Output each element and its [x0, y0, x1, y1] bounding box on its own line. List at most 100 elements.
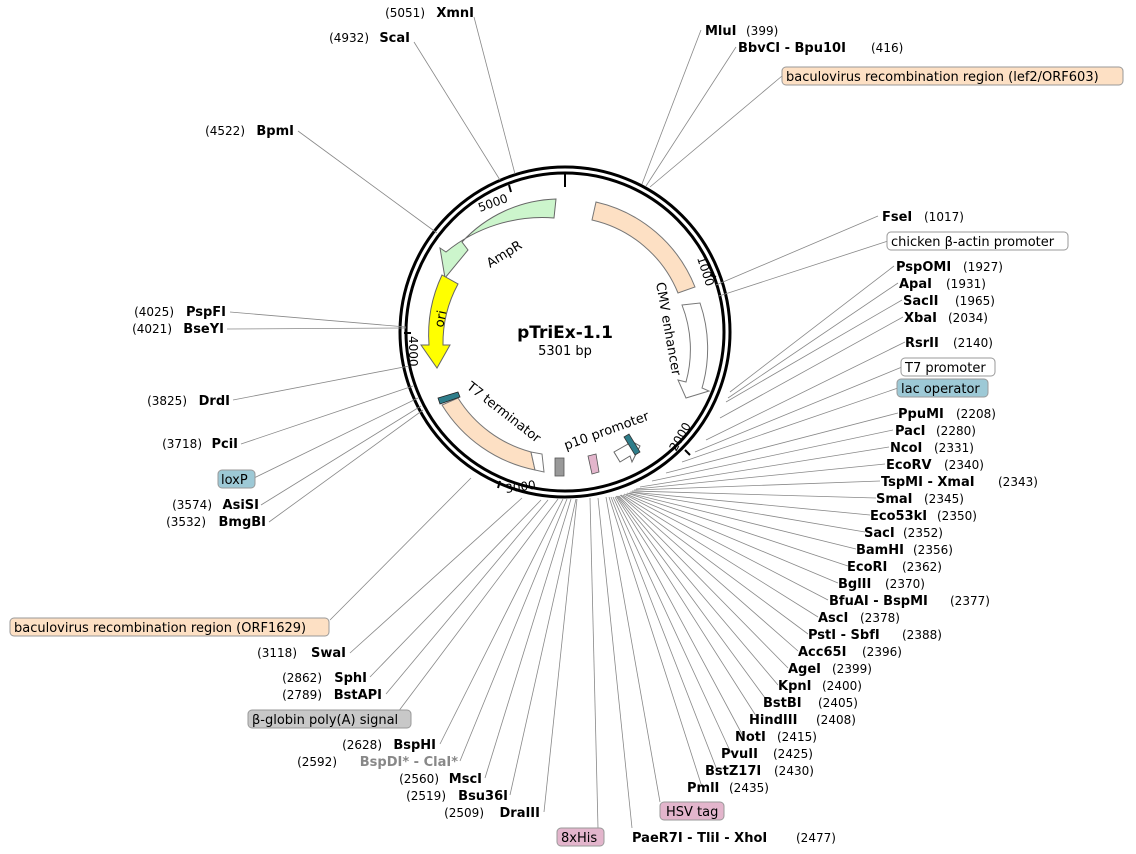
feature-boxes: baculovirus recombination region (lef2/O…: [9, 66, 1124, 847]
tick-label-4000: 4000: [406, 336, 420, 367]
enzyme-bspdi-name: BspDI* - ClaI*: [360, 755, 458, 770]
enzyme-bglii-pos: (2370): [885, 577, 925, 591]
enzyme-mlui-pos: (399): [746, 24, 778, 38]
enzyme-bfuai-name: BfuAI - BspMI: [829, 594, 928, 609]
enzyme-psti-pos: (2388): [902, 628, 942, 642]
enzyme-bpmi-name: BpmI: [256, 124, 294, 139]
right-labels: MluI (399) BbvCI - Bpu10I (416) FseI (10…: [632, 24, 1038, 846]
p10-promoter-feature: [587, 453, 600, 475]
t7-promoter-label: T7 promoter: [904, 361, 986, 376]
enzyme-hindiii-name: HindIII: [749, 713, 797, 728]
enzyme-ecorv-pos: (2340): [944, 458, 984, 472]
enzyme-xbai-pos: (2034): [948, 311, 988, 325]
enzyme-sphi-pos: (2862): [282, 671, 322, 685]
plasmid-length: 5301 bp: [538, 344, 592, 359]
enzyme-pspfi-name: PspFI: [186, 305, 226, 320]
enzyme-kpni-name: KpnI: [778, 679, 811, 694]
enzyme-msci-pos: (2560): [399, 772, 439, 786]
enzyme-bsu36i-pos: (2519): [406, 789, 446, 803]
enzyme-bstz17i-pos: (2430): [774, 764, 814, 778]
enzyme-smai-name: SmaI: [876, 492, 913, 507]
lox-site-marker: [437, 391, 461, 405]
enzyme-bstz17i-name: BstZ17I: [705, 764, 761, 779]
enzyme-pspfi-pos: (4025): [134, 305, 174, 319]
his-tag-label: 8xHis: [561, 831, 597, 846]
enzyme-agei-pos: (2399): [832, 662, 872, 676]
enzyme-bfuai-pos: (2377): [950, 594, 990, 608]
enzyme-ecori-pos: (2362): [902, 560, 942, 574]
enzyme-sphi-name: SphI: [334, 671, 367, 686]
enzyme-bglii-name: BglII: [838, 577, 871, 592]
loxp-box: [217, 469, 256, 489]
enzyme-eco53ki-name: Eco53kI: [870, 509, 927, 524]
enzyme-ncoi-pos: (2331): [934, 441, 974, 455]
enzyme-xbai-name: XbaI: [904, 311, 937, 326]
enzyme-bstbi-name: BstBI: [763, 696, 802, 711]
cmv-enhancer-feature: [591, 201, 696, 294]
enzyme-ppumi-pos: (2208): [956, 407, 996, 421]
enzyme-bbvci-name: BbvCI - Bpu10I: [738, 41, 846, 56]
enzyme-bsphi-name: BspHI: [393, 738, 436, 753]
enzyme-scai-pos: (4932): [329, 31, 369, 45]
enzyme-bamhi-name: BamHI: [856, 543, 904, 558]
enzyme-msci-name: MscI: [449, 772, 482, 787]
enzyme-asci-name: AscI: [818, 611, 848, 626]
enzyme-pmli-pos: (2435): [729, 781, 769, 795]
tick-label-2000: 2000: [666, 420, 693, 453]
enzyme-agei-name: AgeI: [788, 662, 821, 677]
enzyme-swai-pos: (3118): [257, 646, 297, 660]
enzyme-fsei-pos: (1017): [924, 210, 964, 224]
ampr-feature: [439, 198, 557, 280]
enzyme-tspmi-pos: (2343): [998, 475, 1038, 489]
enzyme-bsphi-pos: (2628): [342, 738, 382, 752]
enzyme-asci-pos: (2378): [860, 611, 900, 625]
enzyme-asisi-name: AsiSI: [223, 498, 259, 513]
enzyme-bstapi-name: BstAPI: [334, 688, 382, 703]
ori-label: ori: [432, 309, 450, 329]
enzyme-paci-name: PacI: [895, 424, 926, 439]
enzyme-sacii-pos: (1965): [955, 294, 995, 308]
enzyme-acc65i-name: Acc65I: [798, 645, 846, 660]
enzyme-ncoi-name: NcoI: [890, 441, 922, 456]
enzyme-noti-name: NotI: [735, 730, 766, 745]
enzyme-bspdi-pos: (2592): [297, 755, 337, 769]
tick-marks: [404, 172, 717, 489]
enzyme-draiii-name: DraIII: [500, 806, 541, 821]
lac-operator-marker: [623, 433, 641, 456]
leader-lines: [226, 16, 906, 829]
chicken-actin-box: [886, 231, 1069, 251]
enzyme-bstbi-pos: (2405): [818, 696, 858, 710]
enzyme-rsrii-pos: (2140): [953, 336, 993, 350]
enzyme-ppumi-name: PpuMI: [898, 407, 944, 422]
enzyme-bpmi-pos: (4522): [205, 124, 245, 138]
beta-globin-label: β-globin poly(A) signal: [252, 713, 398, 728]
enzyme-pmli-name: PmlI: [687, 781, 719, 796]
enzyme-pcii-pos: (3718): [162, 437, 202, 451]
enzyme-saci-name: SacI: [864, 526, 895, 541]
enzyme-ecorv-name: EcoRV: [886, 458, 932, 473]
beta-globin-box: [247, 709, 412, 729]
his-tag-box: [556, 827, 605, 847]
enzyme-eco53ki-pos: (2350): [937, 509, 977, 523]
enzyme-bmgbi-name: BmgBI: [218, 515, 266, 530]
enzyme-xmni-name: XmnI: [436, 6, 474, 21]
loxp-label: loxP: [221, 473, 248, 488]
ampr-label: AmpR: [484, 238, 525, 271]
enzyme-hindiii-pos: (2408): [816, 713, 856, 727]
ori-feature: [420, 274, 459, 369]
enzyme-kpni-pos: (2400): [822, 679, 862, 693]
baculo-top-box: [781, 66, 1124, 86]
enzyme-bmgbi-pos: (3532): [166, 515, 206, 529]
enzyme-apai-pos: (1931): [946, 277, 986, 291]
lac-operator-box: [896, 378, 989, 398]
enzyme-paer7i-pos: (2477): [796, 831, 836, 845]
lac-operator-label: lac operator: [901, 382, 980, 397]
hsv-tag-label: HSV tag: [666, 805, 718, 820]
chicken-actin-promoter-feature: [677, 302, 711, 399]
enzyme-paer7i-name: PaeR7I - TliI - XhoI: [632, 831, 767, 846]
enzyme-mlui-name: MluI: [705, 24, 736, 39]
enzyme-pcii-name: PciI: [211, 437, 238, 452]
enzyme-acc65i-pos: (2396): [862, 645, 902, 659]
enzyme-apai-name: ApaI: [899, 277, 932, 292]
